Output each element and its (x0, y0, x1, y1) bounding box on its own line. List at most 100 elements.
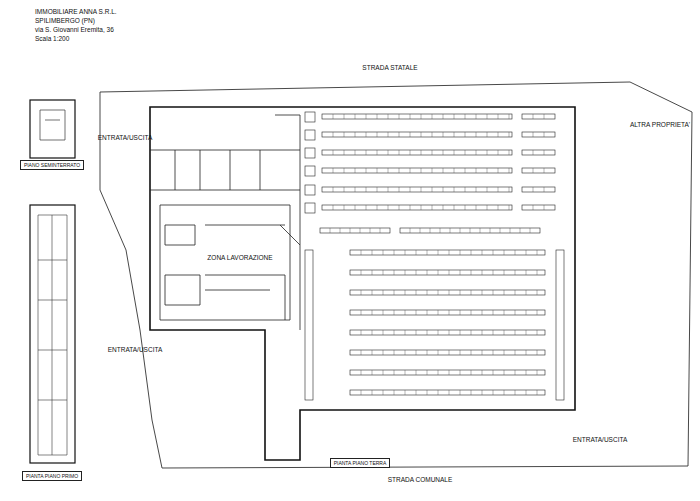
shelf-bay (449, 330, 450, 335)
shelf-bay (476, 150, 477, 155)
shelf-bay (454, 205, 455, 210)
shelf-bay (410, 114, 411, 119)
shelf-bay (344, 205, 345, 210)
shelf-bay (355, 114, 356, 119)
shelf-bay (460, 370, 461, 375)
shelf-bay (515, 390, 516, 395)
office-walls (150, 115, 300, 330)
shelf-bay (366, 150, 367, 155)
shelf-bay (515, 330, 516, 335)
shelf-bay (526, 390, 527, 395)
shelf-bay (476, 187, 477, 192)
shelf-bay (438, 290, 439, 295)
shelf-bay (432, 205, 433, 210)
shelf-bay (460, 350, 461, 355)
shelf-bay (344, 187, 345, 192)
shelf-bay (526, 310, 527, 315)
shelf-bay (405, 390, 406, 395)
shelf-bay (366, 132, 367, 137)
shelf-bay (537, 290, 538, 295)
first-floor-walls (38, 215, 67, 455)
shelf-bay (410, 150, 411, 155)
shelf-bay (344, 168, 345, 173)
shelf-bay (405, 290, 406, 295)
shelf-bay (388, 150, 389, 155)
shelf-bay (460, 330, 461, 335)
shelf-bay (493, 310, 494, 315)
shelf-bay (383, 370, 384, 375)
shelf-bay (333, 132, 334, 137)
shelf-bay (420, 228, 421, 233)
shelf-bay (471, 370, 472, 375)
shelf-bay (427, 350, 428, 355)
shelf-bay (482, 310, 483, 315)
shelf-bay (394, 290, 395, 295)
shelf-bay (454, 187, 455, 192)
shelf-bay (504, 330, 505, 335)
shelf-bay (333, 150, 334, 155)
shelf-bay (361, 350, 362, 355)
shelf-bay (372, 310, 373, 315)
building-outline (150, 107, 575, 460)
shelf-row (350, 350, 545, 355)
shelf-bay (372, 290, 373, 295)
shelf-bay (487, 114, 488, 119)
shelf-bay (430, 228, 431, 233)
shelf-bay (460, 270, 461, 275)
shelf-bay (388, 168, 389, 173)
shelf-bay (515, 370, 516, 375)
shelf-bay (449, 270, 450, 275)
shelf-bay (533, 168, 534, 173)
shelf-bay (537, 330, 538, 335)
shelf-bay (344, 114, 345, 119)
shelf-bay (449, 390, 450, 395)
shelf-bay (471, 250, 472, 255)
shelf-bay (377, 187, 378, 192)
shelf-bay (427, 250, 428, 255)
site-label: STRADA STATALE (362, 64, 417, 71)
shelf-bay (487, 132, 488, 137)
shelf-row (522, 187, 555, 192)
shelf-bay (372, 270, 373, 275)
shelf-bay (537, 270, 538, 275)
shelf-bay (493, 330, 494, 335)
shelf-bay (366, 114, 367, 119)
shelf-bay (498, 187, 499, 192)
shelf-bay (493, 290, 494, 295)
shelf-bay (438, 350, 439, 355)
shelf-bay (509, 187, 510, 192)
shelf-row (350, 370, 545, 375)
shelf-bay (432, 187, 433, 192)
shelf-bay (355, 187, 356, 192)
shelf-bay (427, 270, 428, 275)
shelf-row (350, 270, 545, 275)
shelf-bay (333, 187, 334, 192)
shelf-bay (361, 310, 362, 315)
shelf-bay (443, 132, 444, 137)
shelf-bay (533, 150, 534, 155)
shelf-bay (333, 168, 334, 173)
shelf-bay (520, 228, 521, 233)
shelf-bay (372, 390, 373, 395)
shelf-bay (482, 370, 483, 375)
shelf-bay (487, 168, 488, 173)
shelf-bay (498, 168, 499, 173)
shelf-bay (515, 250, 516, 255)
shelf-bay (438, 270, 439, 275)
shelf-bay (388, 187, 389, 192)
shelf-bay (465, 132, 466, 137)
shelf-bay (333, 114, 334, 119)
shelf-bay (432, 150, 433, 155)
shelf-bay (340, 228, 341, 233)
basement-plan (30, 100, 75, 158)
shelf-bay (515, 290, 516, 295)
title-block-text: Scala 1:200 (35, 35, 69, 42)
shelf-bay (333, 205, 334, 210)
shelf-bay (471, 290, 472, 295)
shelf-bay (383, 250, 384, 255)
shelf-row (322, 187, 512, 192)
shelf-bay (438, 370, 439, 375)
shelf-bay (355, 205, 356, 210)
